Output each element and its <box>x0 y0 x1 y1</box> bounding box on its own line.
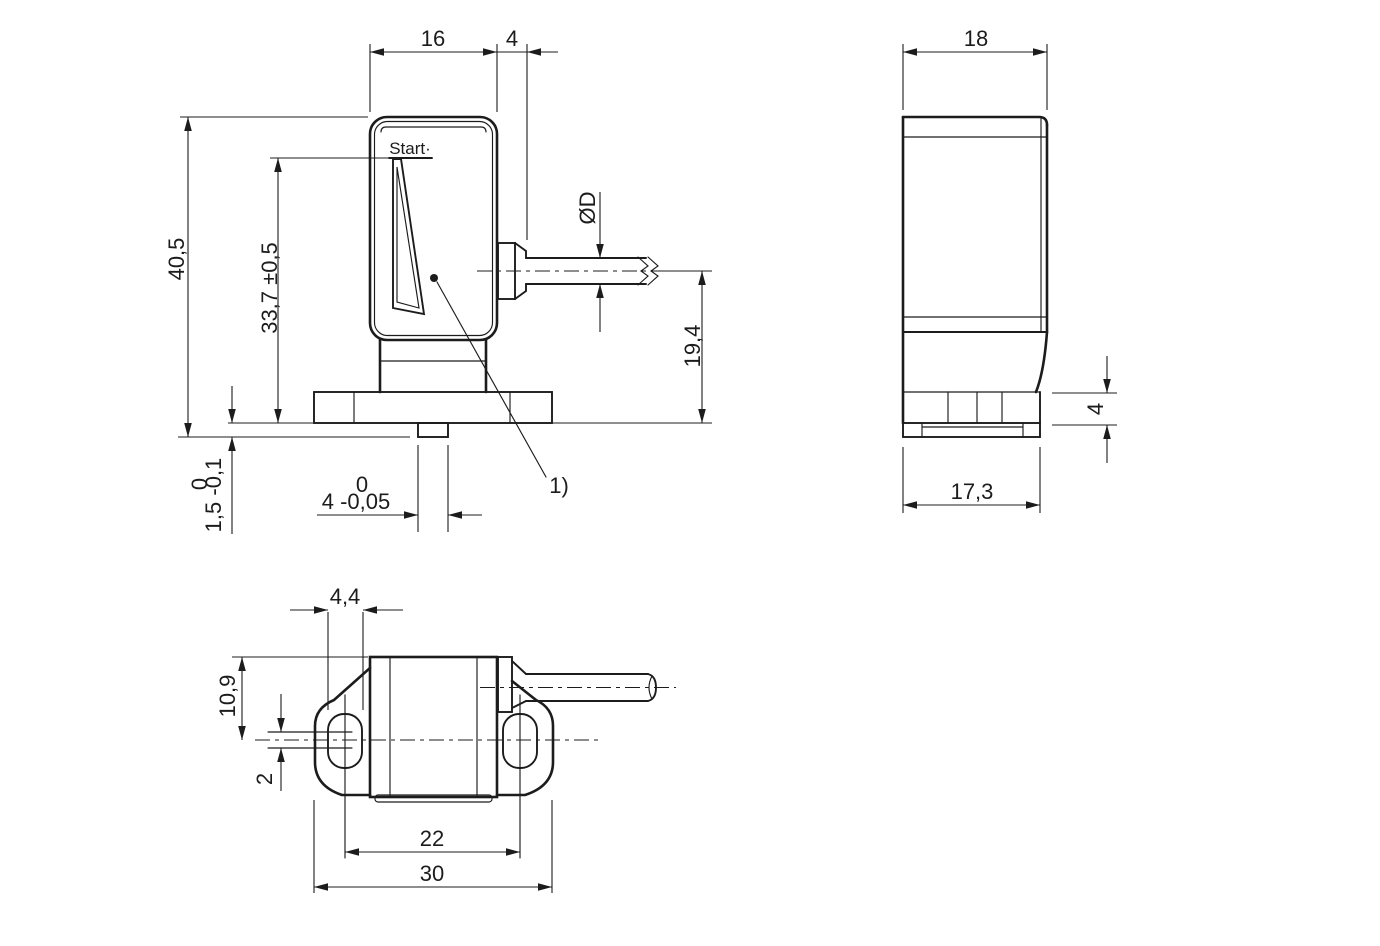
dim-flange-height: 4 <box>1083 403 1108 415</box>
dim-base-height-upper-tol: 0 <box>187 478 212 490</box>
side-view <box>901 115 1049 438</box>
callout-leader <box>436 281 547 478</box>
bottom-view <box>255 655 676 859</box>
front-view <box>313 115 660 478</box>
dim-hole-axis-offset: 10,9 <box>215 675 240 718</box>
key-tab <box>417 422 449 438</box>
front-view-dimensions: 16 4 40,5 33,7 ±0,5 0 1,5 -0,1 0 4 -0,05… <box>164 26 712 534</box>
flange <box>313 391 553 424</box>
dim-slot-width: 4,4 <box>330 584 361 609</box>
dim-cable-diameter: ØD <box>575 192 600 225</box>
dim-base-height: 1,5 -0,1 <box>201 458 226 533</box>
dim-cable-axis-height: 19,4 <box>680 325 705 368</box>
dim-depth: 18 <box>964 26 988 51</box>
bottom-gland-cone <box>511 660 527 709</box>
dim-key-width: 4 -0,05 <box>322 489 391 514</box>
dim-gland-length: 4 <box>506 26 518 51</box>
housing-top-seam <box>380 126 487 133</box>
housing-inner-outline <box>373 120 494 337</box>
bottom-key-strip <box>374 794 493 803</box>
cable-break-line <box>637 256 649 286</box>
callout-label: 1) <box>549 473 569 498</box>
side-lower-curve <box>1034 330 1049 394</box>
bottom-left-ear <box>313 666 372 797</box>
dim-slot-gap: 2 <box>252 773 277 785</box>
bottom-cable-gland <box>497 656 513 713</box>
gland-cone <box>514 242 527 300</box>
dim-hole-spacing: 22 <box>420 826 444 851</box>
dim-base-depth: 17,3 <box>951 479 994 504</box>
cable-end-arc <box>648 675 653 700</box>
bottom-right-ear <box>495 679 555 797</box>
side-view-dimensions: 18 4 17,3 <box>902 26 1117 513</box>
dim-start-height: 33,7 ±0,5 <box>257 242 282 334</box>
side-housing-top <box>901 115 1049 127</box>
dim-total-height: 40,5 <box>164 238 189 281</box>
start-wedge <box>392 158 426 316</box>
bottom-body <box>368 655 499 799</box>
bottom-view-dimensions: 4,4 10,9 2 22 30 <box>215 584 553 893</box>
callout-dot <box>430 274 438 282</box>
start-label: Start· <box>389 139 431 158</box>
housing-outline <box>368 115 499 342</box>
dim-key-width-upper-tol: 0 <box>356 472 368 497</box>
dim-overall-length: 30 <box>420 861 444 886</box>
side-base-strip <box>902 422 1041 438</box>
dim-body-width: 16 <box>421 26 445 51</box>
start-wedge-inner <box>396 166 420 309</box>
